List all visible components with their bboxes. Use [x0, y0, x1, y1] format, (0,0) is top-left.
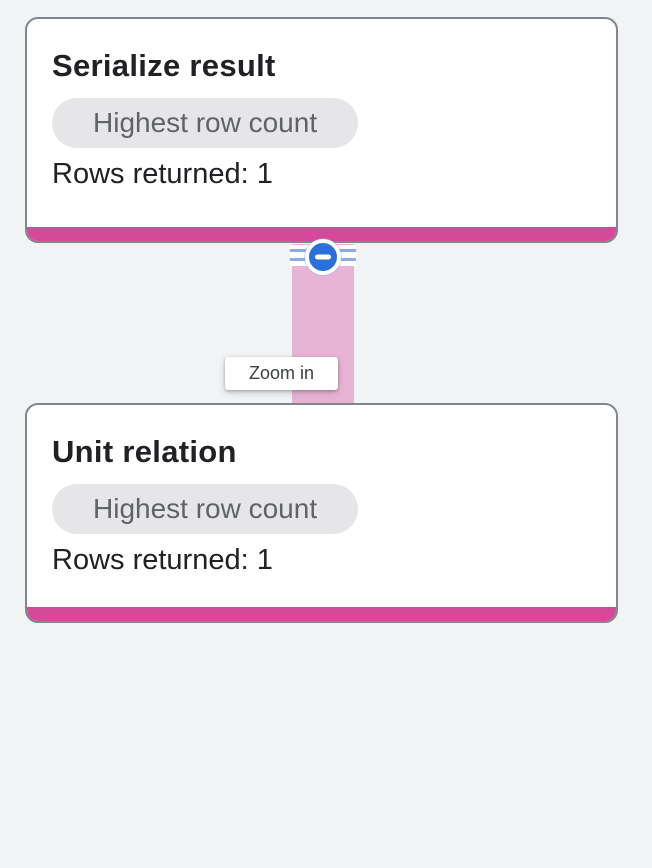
- minus-icon: [315, 254, 331, 260]
- node-serialize-result[interactable]: Serialize result Highest row count Rows …: [25, 17, 618, 243]
- node-rows-returned: Rows returned: 1: [52, 544, 273, 576]
- tooltip-label: Zoom in: [248, 363, 315, 383]
- node-bottom-bar: [27, 227, 616, 241]
- zoom-in-tooltip: Zoom in: [225, 357, 338, 390]
- node-unit-relation[interactable]: Unit relation Highest row count Rows ret…: [25, 403, 618, 623]
- node-content: Unit relation Highest row count Rows ret…: [27, 405, 616, 577]
- collapse-edge-button[interactable]: [305, 239, 341, 275]
- node-title: Unit relation: [52, 434, 237, 469]
- node-content: Serialize result Highest row count Rows …: [27, 19, 616, 191]
- node-bottom-bar: [27, 607, 616, 621]
- node-badge: Highest row count: [52, 98, 359, 148]
- node-rows-returned: Rows returned: 1: [52, 158, 273, 190]
- node-title: Serialize result: [52, 48, 276, 83]
- node-badge: Highest row count: [52, 484, 359, 534]
